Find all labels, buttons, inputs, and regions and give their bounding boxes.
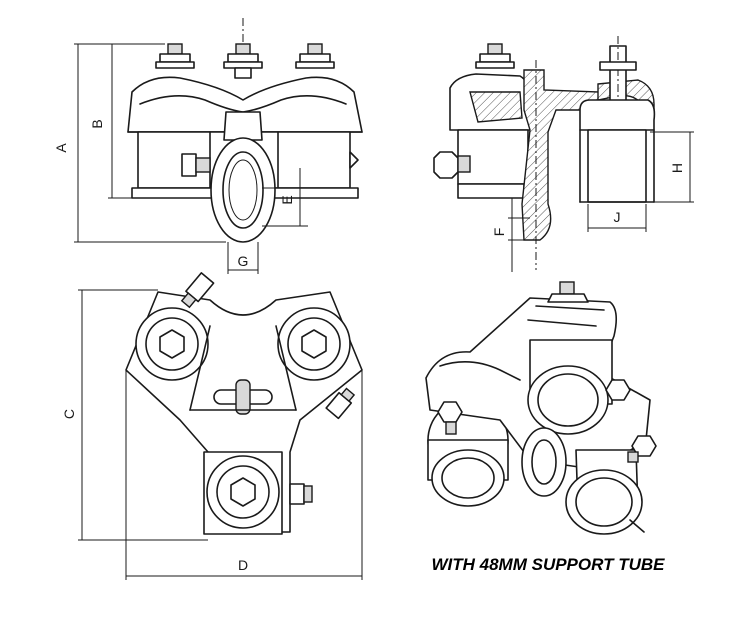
top-view — [78, 272, 363, 580]
front-bolts — [155, 43, 335, 79]
dim-label-b: B — [89, 119, 105, 128]
dim-label-j: J — [614, 209, 621, 225]
side-view — [433, 36, 694, 272]
dim-label-f: F — [491, 228, 507, 237]
front-view — [74, 18, 363, 274]
iso-view — [425, 281, 657, 535]
dim-label-a: A — [53, 143, 69, 153]
dim-label-e: E — [279, 195, 295, 204]
dim-label-c: C — [61, 409, 77, 419]
dimension-labels: A B E G F H J C D — [53, 119, 685, 573]
caption: WITH 48MM SUPPORT TUBE — [432, 555, 666, 574]
dim-label-h: H — [669, 163, 685, 173]
dim-label-d: D — [238, 557, 248, 573]
dim-label-g: G — [238, 253, 249, 269]
